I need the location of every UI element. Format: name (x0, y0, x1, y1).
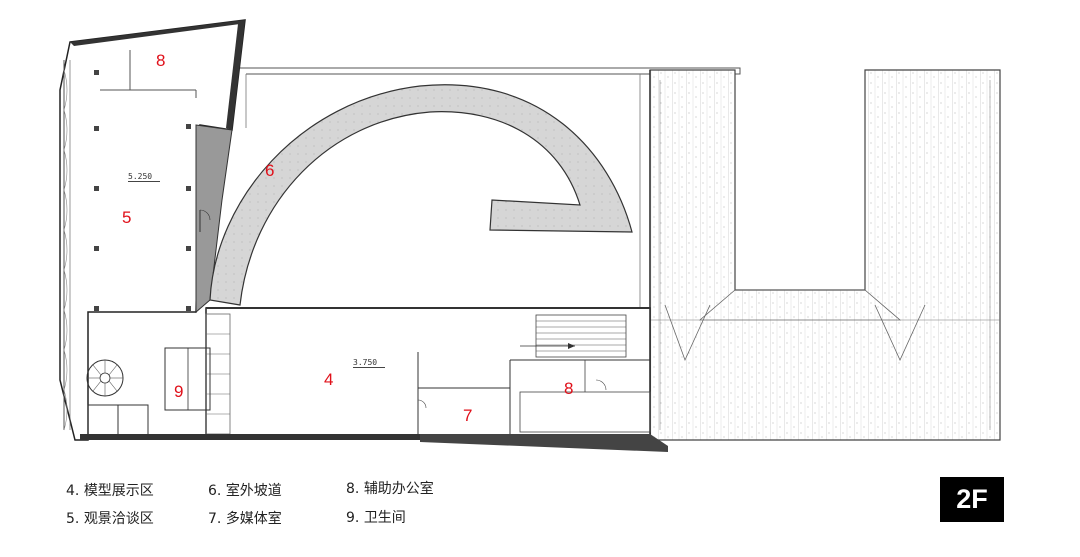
legend-text: 室外坡道 (225, 483, 282, 499)
room-number-office-bottom: 8 (564, 379, 574, 398)
sloped-roof-area (649, 69, 1001, 441)
legend-item-4: 4. 模型展示区 (66, 480, 154, 500)
legend-item-9: 9. 卫生间 (346, 507, 406, 527)
bottom-exterior-wall (80, 434, 668, 452)
legend-text: 模型展示区 (83, 483, 154, 499)
exhibition-block (164, 307, 651, 439)
room-number-restroom: 9 (174, 382, 184, 401)
legend-text: 辅助办公室 (363, 481, 434, 497)
legend-number: 9. (346, 510, 360, 526)
legend-number: 6. (208, 483, 222, 499)
legend-text: 多媒体室 (225, 511, 282, 527)
roof-terrace-outline (240, 67, 741, 308)
room-number-exhibition: 4 (324, 370, 334, 389)
room-number-ramp: 6 (265, 161, 275, 180)
elevation-mark-lounge: 5.250 (128, 172, 161, 182)
corridor-wall (195, 124, 233, 314)
legend-item-5: 5. 观景洽谈区 (66, 508, 154, 528)
legend-text: 观景洽谈区 (83, 511, 154, 527)
legend-number: 8. (346, 481, 360, 497)
legend-item-6: 6. 室外坡道 (208, 480, 282, 500)
outdoor-ramp (209, 84, 633, 306)
room-number-office-top: 8 (156, 51, 166, 70)
legend-item-7: 7. 多媒体室 (208, 508, 282, 528)
legend-item-8: 8. 辅助办公室 (346, 478, 434, 498)
elevation-mark-exhibition: 3.750 (353, 358, 386, 368)
legend-text: 卫生间 (363, 510, 406, 526)
legend-number: 4. (66, 483, 80, 499)
legend-number: 7. (208, 511, 222, 527)
floor-label-badge: 2F (940, 477, 1004, 522)
room-number-lounge: 5 (122, 208, 132, 227)
room-number-multimedia: 7 (463, 406, 473, 425)
legend-number: 5. (66, 511, 80, 527)
